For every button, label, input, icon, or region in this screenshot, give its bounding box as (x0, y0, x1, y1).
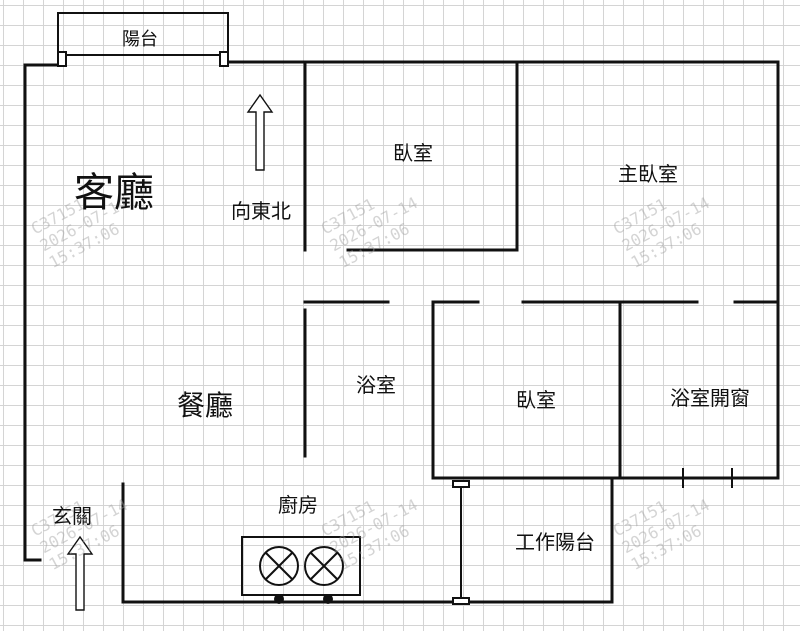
balcony-label: 陽台 (122, 29, 158, 50)
kitchen-label: 廚房 (278, 493, 318, 517)
entrance-arrow-icon (66, 535, 94, 611)
master-bedroom-label: 主臥室 (618, 162, 678, 186)
entrance-label: 玄關 (52, 504, 92, 528)
north-arrow-icon (246, 93, 274, 171)
orientation-label: 向東北 (231, 199, 291, 223)
utility-window-cap-bottom (452, 597, 470, 605)
balcony-rail (57, 12, 229, 56)
bedroom-north-label: 臥室 (393, 141, 433, 165)
balcony-post-right (219, 51, 229, 67)
stove-icon (241, 536, 361, 604)
utility-window-cap-top (452, 480, 470, 488)
living-room-label: 客廳 (74, 170, 154, 216)
utility-balcony-label: 工作陽台 (515, 530, 595, 554)
bathroom-window-label: 浴室開窗 (670, 386, 750, 410)
dining-room-label: 餐廳 (177, 389, 234, 422)
bathroom-label: 浴室 (356, 373, 396, 397)
bedroom-middle-label: 臥室 (516, 388, 556, 412)
balcony-post-left (57, 51, 67, 67)
